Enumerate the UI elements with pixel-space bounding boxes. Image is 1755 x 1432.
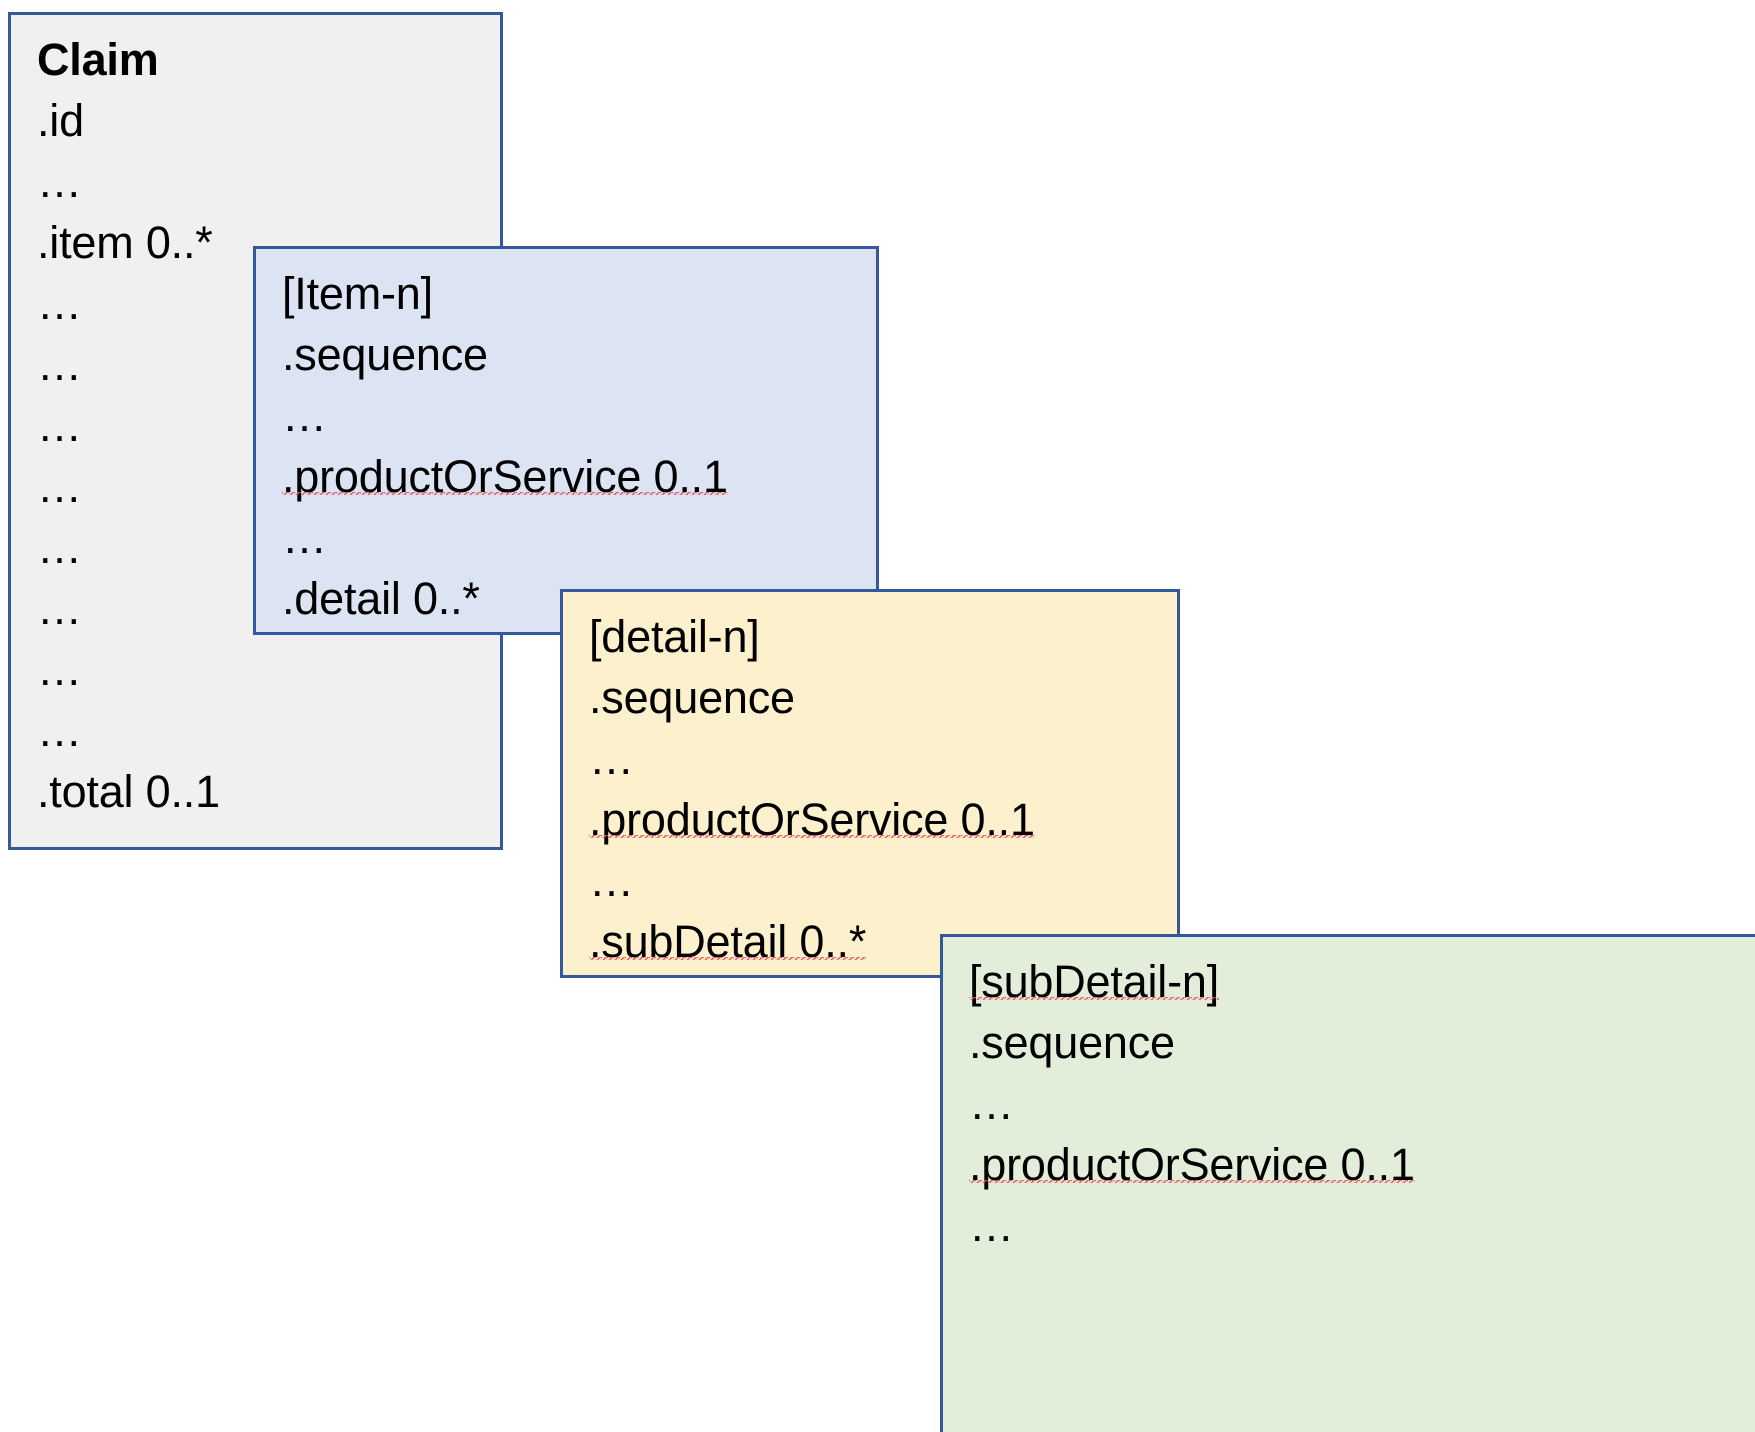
claim-ellipsis-9: … xyxy=(37,705,83,756)
subdetail-box[interactable]: [subDetail-n] .sequence … .productOrServ… xyxy=(940,934,1755,1432)
subdetail-field-productorservice-text: .productOrService 0..1 xyxy=(969,1139,1415,1190)
claim-ellipsis-8: … xyxy=(37,644,83,695)
claim-ellipsis-5: … xyxy=(37,461,83,512)
detail-ellipsis-2: … xyxy=(589,855,635,906)
detail-field-productorservice: .productOrService 0..1 xyxy=(589,797,1177,858)
claim-field-item: .item 0..* xyxy=(37,217,213,268)
subdetail-field-sequence: .sequence xyxy=(969,1017,1175,1068)
item-field-detail: .detail 0..* xyxy=(282,573,480,624)
detail-box-title: [detail-n] xyxy=(589,611,760,662)
detail-ellipsis-1: … xyxy=(589,733,635,784)
item-field-sequence: .sequence xyxy=(282,329,488,380)
claim-ellipsis-3: … xyxy=(37,339,83,390)
detail-field-sequence: .sequence xyxy=(589,672,795,723)
subdetail-ellipsis-2: … xyxy=(969,1200,1015,1251)
detail-box[interactable]: [detail-n] .sequence … .productOrService… xyxy=(560,589,1180,978)
claim-field-id: .id xyxy=(37,95,84,146)
claim-box-title: Claim xyxy=(37,34,159,85)
claim-ellipsis-2: … xyxy=(37,278,83,329)
item-field-productorservice: .productOrService 0..1 xyxy=(282,454,876,515)
claim-ellipsis-6: … xyxy=(37,522,83,573)
subdetail-box-title: [subDetail-n] xyxy=(969,959,1755,1020)
claim-field-total: .total 0..1 xyxy=(37,766,220,817)
item-ellipsis-1: … xyxy=(282,390,328,441)
subdetail-box-title-text: [subDetail-n] xyxy=(969,956,1220,1007)
item-ellipsis-2: … xyxy=(282,512,328,563)
claim-ellipsis-1: … xyxy=(37,156,83,207)
claim-ellipsis-4: … xyxy=(37,400,83,451)
item-box[interactable]: [Item-n] .sequence … .productOrService 0… xyxy=(253,246,879,635)
subdetail-field-productorservice: .productOrService 0..1 xyxy=(969,1142,1755,1203)
claim-ellipsis-7: … xyxy=(37,583,83,634)
item-field-productorservice-text: .productOrService 0..1 xyxy=(282,451,728,502)
item-box-title: [Item-n] xyxy=(282,268,433,319)
subdetail-ellipsis-1: … xyxy=(969,1078,1015,1129)
detail-field-subdetail-text: .subDetail 0..* xyxy=(589,916,867,967)
detail-field-productorservice-text: .productOrService 0..1 xyxy=(589,794,1035,845)
detail-field-subdetail: .subDetail 0..* xyxy=(589,919,1177,980)
